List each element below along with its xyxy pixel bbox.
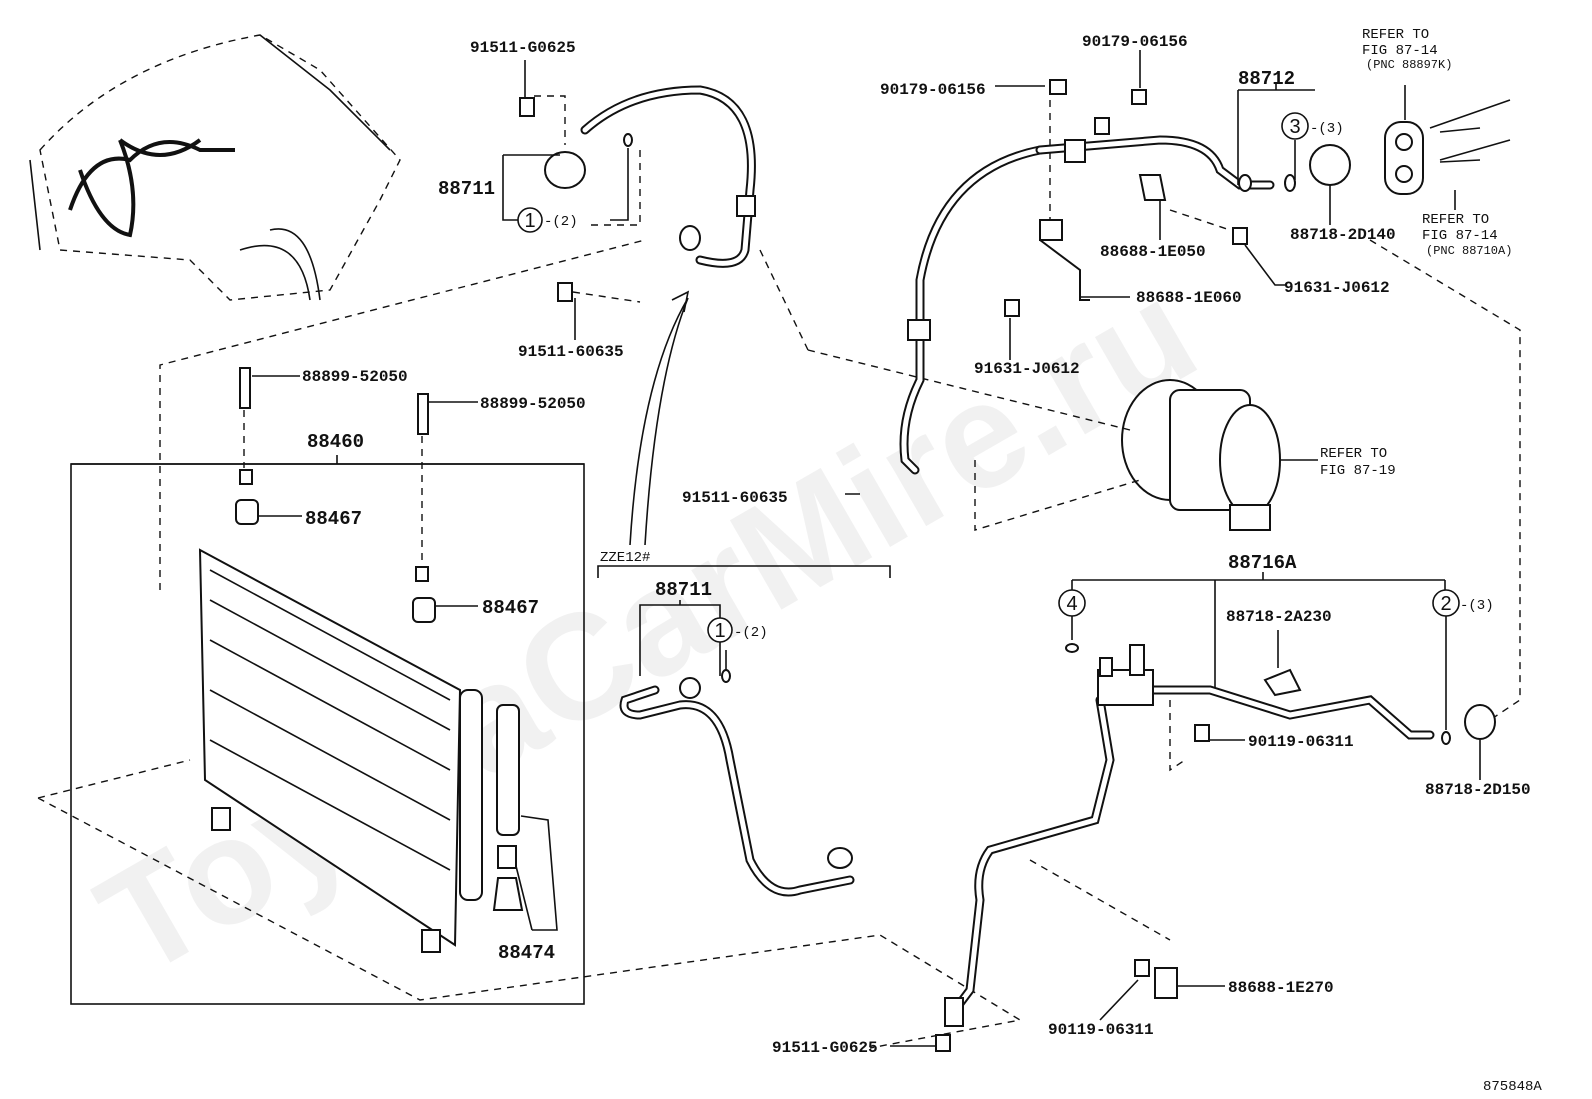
svg-text:1: 1 [524,210,535,232]
label-91631-J0612-b[interactable]: 91631-J0612 [974,360,1080,378]
label-88474[interactable]: 88474 [498,942,555,964]
part-labels: 91511-G0625 88711 91511-60635 88899-5205… [302,27,1542,1095]
suction-hose [899,79,1511,475]
svg-text:4: 4 [1066,593,1077,615]
svg-text:-(2): -(2) [544,214,578,230]
label-91511-G0625-bottom[interactable]: 91511-G0625 [772,1039,878,1057]
label-88716A[interactable]: 88716A [1228,552,1297,574]
label-90119-06311-b[interactable]: 90119-06311 [1048,1021,1154,1039]
refer-top-line1: REFER TO [1362,27,1429,43]
refer-compressor-line2[interactable]: FIG 87-19 [1320,463,1396,479]
refer-right-line1: REFER TO [1422,212,1489,228]
label-88899-52050-a[interactable]: 88899-52050 [302,368,408,386]
label-90179-06156-a[interactable]: 90179-06156 [880,81,986,99]
refer-right-line3: (PNC 88710A) [1426,244,1512,258]
refer-top-line2[interactable]: FIG 87-14 [1362,43,1438,59]
label-90179-06156-b[interactable]: 90179-06156 [1082,33,1188,51]
callout-1-top: 1 -(2) [517,207,578,233]
vehicle-location-sketch [29,34,401,301]
callout-4: 4 [1058,589,1086,617]
condenser [198,367,524,953]
label-88688-1E270[interactable]: 88688-1E270 [1228,979,1334,997]
label-90119-06311-a[interactable]: 90119-06311 [1248,733,1354,751]
svg-text:-(3): -(3) [1460,598,1494,614]
label-88688-1E060[interactable]: 88688-1E060 [1136,289,1242,307]
refer-top-line3: (PNC 88897K) [1366,58,1452,72]
label-88467-b[interactable]: 88467 [482,597,539,619]
label-91631-J0612-a[interactable]: 91631-J0612 [1284,279,1390,297]
refer-compressor-line1: REFER TO [1320,446,1387,462]
liquid-pipe [935,643,1496,1052]
label-variant: ZZE12# [600,550,650,566]
svg-text:-(2): -(2) [734,625,768,641]
label-88712[interactable]: 88712 [1238,68,1295,90]
label-88718-2A230[interactable]: 88718-2A230 [1226,608,1332,626]
svg-text:1: 1 [714,620,725,642]
label-91511-G0625-top[interactable]: 91511-G0625 [470,39,576,57]
callout-1-zze: 1 -(2) [707,617,768,643]
label-91511-60635-a[interactable]: 91511-60635 [518,343,624,361]
label-88711-zze[interactable]: 88711 [655,579,712,601]
label-91511-60635-b[interactable]: 91511-60635 [682,489,788,507]
label-88467-a[interactable]: 88467 [305,508,362,530]
label-88688-1E050[interactable]: 88688-1E050 [1100,243,1206,261]
svg-text:3: 3 [1289,116,1300,138]
label-88460[interactable]: 88460 [307,431,364,453]
label-88718-2D150[interactable]: 88718-2D150 [1425,781,1531,799]
callout-2: 2 -(3) [1432,589,1494,617]
compressor [1121,379,1281,531]
refer-right-line2[interactable]: FIG 87-14 [1422,228,1498,244]
label-88718-2D140[interactable]: 88718-2D140 [1290,226,1396,244]
svg-text:2: 2 [1440,593,1451,615]
label-88899-52050-b[interactable]: 88899-52050 [480,395,586,413]
callout-3: 3 -(3) [1281,112,1344,140]
discharge-hose-zze [619,669,855,897]
discharge-hose-top [519,85,756,302]
figure-id: 875848A [1483,1079,1542,1095]
svg-text:-(3): -(3) [1310,121,1344,137]
label-88711[interactable]: 88711 [438,178,495,200]
